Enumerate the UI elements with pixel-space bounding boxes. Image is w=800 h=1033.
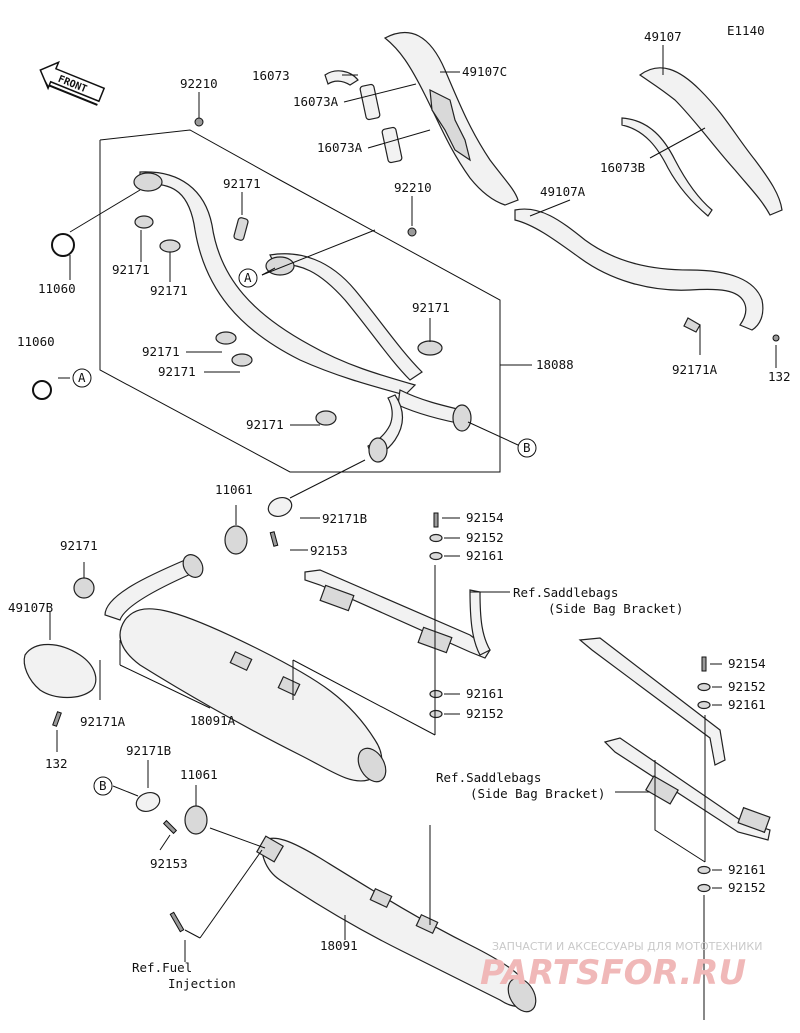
- end-cap: [23, 643, 97, 699]
- part-label: 92154: [728, 656, 766, 671]
- ref-saddlebags-lower: Ref.Saddlebags: [436, 770, 541, 785]
- marker-a2: A: [78, 370, 86, 385]
- gasket-parts: [32, 233, 75, 400]
- part-label: 16073: [252, 68, 290, 83]
- part-label: 11060: [17, 334, 55, 349]
- heat-cover-mid: [514, 208, 780, 342]
- part-label: 92154: [466, 510, 504, 525]
- part-label: 92210: [394, 180, 432, 195]
- part-label: 92152: [466, 706, 504, 721]
- part-label: 92161: [466, 548, 504, 563]
- part-label: 92171B: [126, 743, 171, 758]
- ref-side-bag-bracket-upper: (Side Bag Bracket): [548, 601, 683, 616]
- header-pipe-assembly: [133, 171, 472, 463]
- part-label: 92171: [60, 538, 98, 553]
- heat-cover-right: [621, 67, 783, 217]
- part-label: 92171: [223, 176, 261, 191]
- ref-side-bag-bracket-lower: (Side Bag Bracket): [470, 786, 605, 801]
- part-label: 16073B: [600, 160, 645, 175]
- marker-b2: B: [99, 778, 107, 793]
- reference-labels: Ref.Saddlebags (Side Bag Bracket) Ref.Sa…: [132, 585, 683, 991]
- watermark-logo: PARTSFOR.RU: [480, 953, 746, 993]
- ref-fuel: Ref.Fuel: [132, 960, 192, 975]
- part-labels: 92210 92210 16073 16073A 16073A 49107C 4…: [8, 29, 791, 953]
- part-label: 11061: [215, 482, 253, 497]
- part-label: 92171A: [80, 714, 126, 729]
- part-label: 92152: [728, 880, 766, 895]
- part-label: 18091A: [190, 713, 236, 728]
- part-label: 92153: [150, 856, 188, 871]
- part-label: 92171: [158, 364, 196, 379]
- part-label: 132: [45, 756, 68, 771]
- part-label: 49107: [644, 29, 682, 44]
- part-label: 49107A: [540, 184, 586, 199]
- watermark: ЗАПЧАСТИ И АКСЕССУАРЫ ДЛЯ МОТОТЕХНИКИ PA…: [480, 940, 762, 993]
- ref-injection: Injection: [168, 976, 236, 991]
- part-label: 92161: [466, 686, 504, 701]
- part-label: 49107B: [8, 600, 53, 615]
- header-pipe-frame: [99, 129, 501, 473]
- side-bag-bracket-lower: [578, 637, 771, 841]
- part-label: 16073A: [317, 140, 363, 155]
- part-label: 92210: [180, 76, 218, 91]
- part-label: 132: [768, 369, 791, 384]
- side-bag-bracket-upper: [304, 569, 491, 659]
- marker-a1: A: [244, 270, 252, 285]
- part-label: 92161: [728, 697, 766, 712]
- part-label: 16073A: [293, 94, 339, 109]
- part-label: 92171: [246, 417, 284, 432]
- part-label: 49107C: [462, 64, 507, 79]
- marker-b1: B: [523, 440, 531, 455]
- part-label: 18088: [536, 357, 574, 372]
- part-label: 92161: [728, 862, 766, 877]
- front-arrow-icon: FRONT: [39, 60, 106, 106]
- part-label: 92152: [466, 530, 504, 545]
- diagram-code: E1140: [727, 23, 765, 38]
- part-label: 92171: [150, 283, 188, 298]
- part-label: 92171A: [672, 362, 718, 377]
- ref-saddlebags-upper: Ref.Saddlebags: [513, 585, 618, 600]
- heat-cover-upper: [324, 31, 519, 206]
- part-label: 11060: [38, 281, 76, 296]
- fastener-parts: [52, 512, 711, 933]
- part-label: 11061: [180, 767, 218, 782]
- muffler-upper: [104, 554, 387, 783]
- leader-lines: [49, 45, 777, 1020]
- part-label: 92152: [728, 679, 766, 694]
- reference-markers: A A B B: [72, 268, 537, 796]
- part-label: 92171B: [322, 511, 367, 526]
- watermark-tagline: ЗАПЧАСТИ И АКСЕССУАРЫ ДЛЯ МОТОТЕХНИКИ: [492, 940, 762, 953]
- part-label: 92171: [412, 300, 450, 315]
- part-label: 92153: [310, 543, 348, 558]
- part-label: 92171: [142, 344, 180, 359]
- part-label: 18091: [320, 938, 358, 953]
- muffler-lower: [256, 835, 537, 1013]
- part-label: 92171: [112, 262, 150, 277]
- coupler-parts: [73, 496, 293, 835]
